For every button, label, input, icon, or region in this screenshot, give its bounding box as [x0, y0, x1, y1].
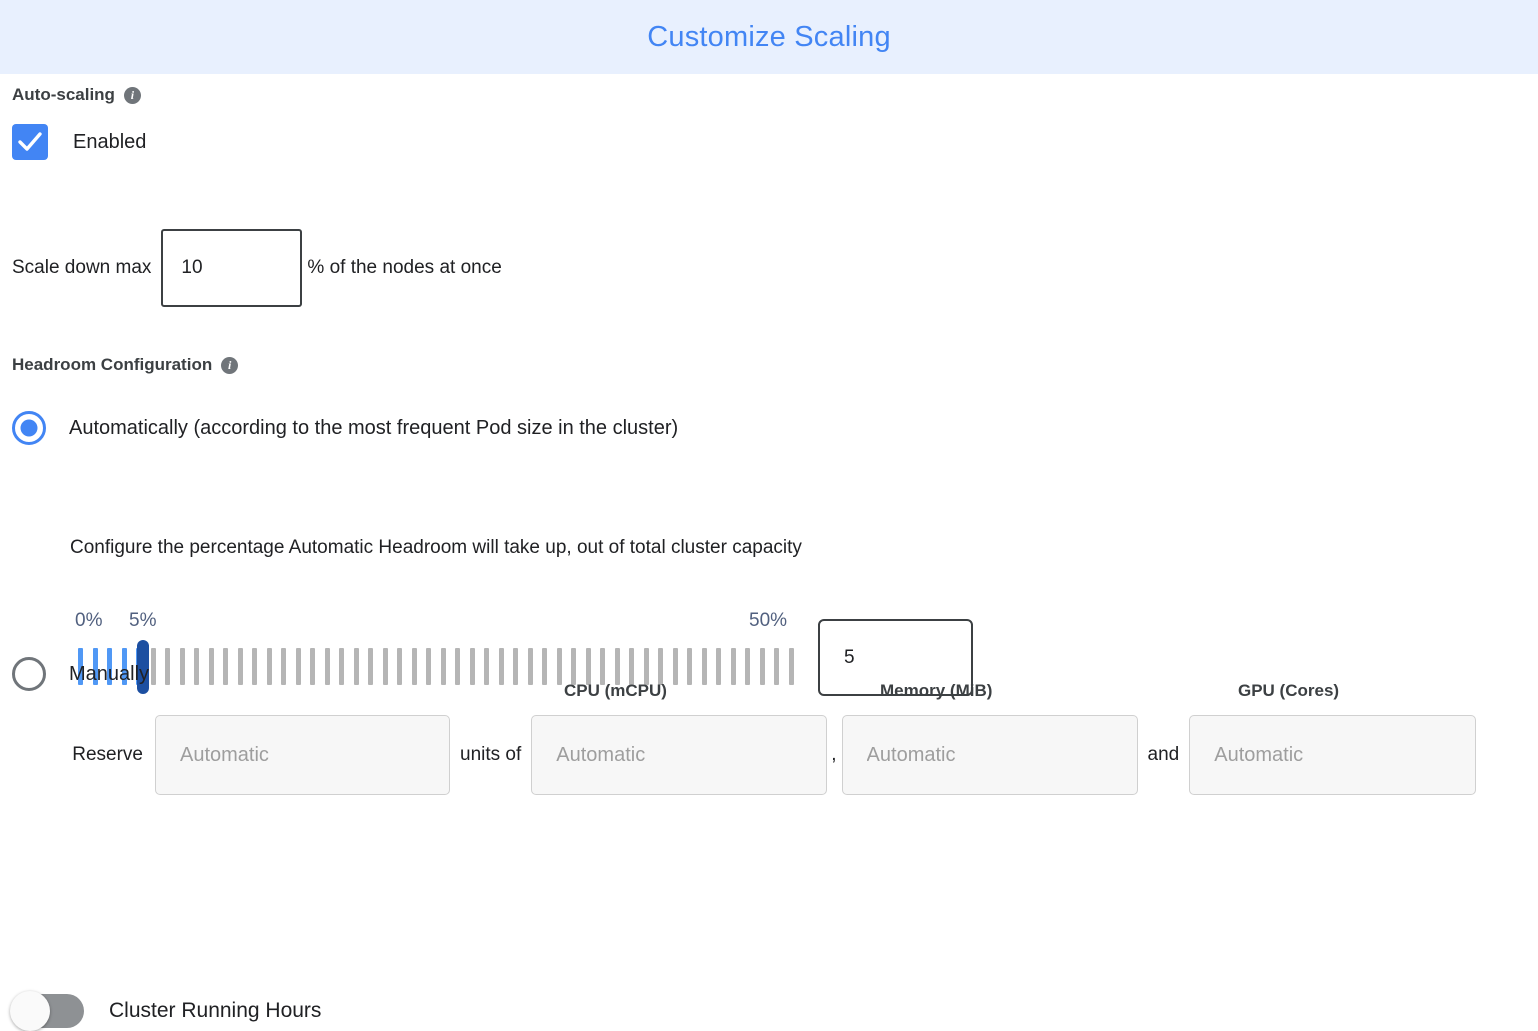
slider-tick[interactable]: [759, 648, 765, 685]
slider-tick[interactable]: [150, 648, 156, 685]
slider-tick[interactable]: [701, 648, 707, 685]
headroom-automatic-option[interactable]: Automatically (according to the most fre…: [12, 411, 678, 445]
slider-tick[interactable]: [745, 648, 750, 685]
dialog-header: Customize Scaling: [0, 0, 1538, 74]
slider-tick[interactable]: [382, 648, 388, 685]
info-icon[interactable]: i: [123, 86, 141, 104]
slider-tick[interactable]: [78, 648, 83, 685]
slider-tick[interactable]: [469, 648, 475, 685]
headroom-percentage-input[interactable]: [818, 619, 973, 696]
and-separator: and: [1147, 744, 1180, 765]
column-header-cpu: CPU (mCPU): [564, 681, 667, 700]
slider-tick[interactable]: [426, 648, 431, 685]
slider-tick[interactable]: [643, 648, 649, 685]
check-icon: [18, 132, 42, 151]
slider-tick[interactable]: [716, 648, 721, 685]
scale-down-max-suffix: % of the nodes at once: [307, 257, 502, 278]
headroom-automatic-description: Configure the percentage Automatic Headr…: [70, 537, 802, 558]
slider-tick[interactable]: [295, 648, 301, 685]
autoscaling-label-text: Auto-scaling: [12, 85, 115, 104]
cluster-running-hours-toggle[interactable]: [10, 991, 84, 1031]
slider-tick[interactable]: [585, 648, 591, 685]
slider-tick[interactable]: [687, 648, 692, 685]
slider-tick[interactable]: [324, 648, 330, 685]
headroom-percentage-slider[interactable]: 0% 5% 50%: [75, 610, 808, 700]
slider-tick[interactable]: [397, 648, 402, 685]
slider-tick[interactable]: [730, 648, 736, 685]
reserve-inputs-row: Reserve units of , and: [12, 712, 1477, 798]
headroom-automatic-label: Automatically (according to the most fre…: [69, 416, 679, 439]
scale-down-max-row: Scale down max % of the nodes at once: [12, 229, 502, 307]
reserve-area: CPU (mCPU) Memory (MiB) GPU (Cores) Rese…: [12, 681, 1526, 795]
scale-down-max-label: Scale down max: [12, 257, 152, 278]
headroom-section-label: Headroom Configuration i: [12, 355, 239, 375]
slider-tick[interactable]: [788, 648, 794, 685]
slider-tick[interactable]: [223, 648, 228, 685]
slider-tick[interactable]: [194, 648, 199, 685]
slider-tick[interactable]: [440, 648, 446, 685]
reserve-memory-input[interactable]: [841, 715, 1138, 795]
toggle-knob: [10, 991, 50, 1031]
slider-scale-labels: 0% 5% 50%: [75, 610, 808, 636]
slider-tick[interactable]: [208, 648, 214, 685]
autoscaling-enabled-row[interactable]: Enabled: [12, 124, 146, 160]
radio-automatic[interactable]: [12, 411, 46, 445]
headroom-manual-option[interactable]: Manually: [12, 657, 149, 691]
slider-tick[interactable]: [411, 648, 417, 685]
slider-tick[interactable]: [542, 648, 547, 685]
slider-tick[interactable]: [310, 648, 315, 685]
cluster-running-hours-label: Cluster Running Hours: [109, 999, 322, 1022]
slider-tick[interactable]: [266, 648, 272, 685]
slider-track[interactable]: [78, 640, 808, 694]
slider-tick[interactable]: [556, 648, 562, 685]
units-of-label: units of: [460, 744, 522, 765]
radio-manually[interactable]: [12, 657, 46, 691]
slider-tick[interactable]: [672, 648, 678, 685]
slider-tick[interactable]: [498, 648, 504, 685]
reserve-units-input[interactable]: [155, 715, 450, 795]
slider-min-label: 0%: [75, 610, 103, 631]
autoscaling-section-label: Auto-scaling i: [12, 85, 141, 105]
slider-tick[interactable]: [179, 648, 185, 685]
autoscaling-enabled-label: Enabled: [73, 130, 147, 153]
autoscaling-enabled-checkbox[interactable]: [12, 124, 48, 160]
reserve-cpu-input[interactable]: [531, 715, 828, 795]
slider-tick[interactable]: [600, 648, 605, 685]
slider-tick[interactable]: [513, 648, 518, 685]
slider-tick[interactable]: [281, 648, 286, 685]
slider-tick[interactable]: [121, 648, 127, 685]
column-header-memory: Memory (MiB): [880, 681, 993, 700]
slider-tick[interactable]: [165, 648, 170, 685]
slider-tick[interactable]: [107, 648, 112, 685]
slider-tick[interactable]: [571, 648, 576, 685]
slider-tick[interactable]: [484, 648, 489, 685]
slider-tick[interactable]: [353, 648, 359, 685]
slider-tick[interactable]: [455, 648, 460, 685]
reserve-column-headers: CPU (mCPU) Memory (MiB) GPU (Cores): [12, 681, 1526, 711]
page-title: Customize Scaling: [647, 20, 891, 53]
slider-tick[interactable]: [339, 648, 344, 685]
slider-tick[interactable]: [527, 648, 533, 685]
slider-tick[interactable]: [237, 648, 243, 685]
headroom-label-text: Headroom Configuration: [12, 355, 213, 374]
info-icon[interactable]: i: [221, 356, 239, 374]
slider-tick[interactable]: [92, 648, 98, 685]
slider-tick[interactable]: [252, 648, 257, 685]
scale-down-max-input[interactable]: [161, 229, 303, 307]
comma-separator: ,: [831, 744, 837, 765]
slider-tick[interactable]: [658, 648, 663, 685]
headroom-manual-label: Manually: [69, 662, 150, 685]
slider-tick[interactable]: [774, 648, 779, 685]
slider-thumb[interactable]: [136, 640, 149, 694]
column-header-gpu: GPU (Cores): [1238, 681, 1340, 700]
reserve-label: Reserve: [72, 744, 143, 765]
cluster-running-hours-row[interactable]: Cluster Running Hours: [10, 991, 322, 1031]
slider-max-label: 50%: [749, 610, 788, 631]
slider-current-label: 5%: [129, 610, 157, 631]
slider-tick[interactable]: [614, 648, 620, 685]
slider-tick[interactable]: [368, 648, 373, 685]
slider-tick[interactable]: [629, 648, 634, 685]
reserve-gpu-input[interactable]: [1189, 715, 1477, 795]
